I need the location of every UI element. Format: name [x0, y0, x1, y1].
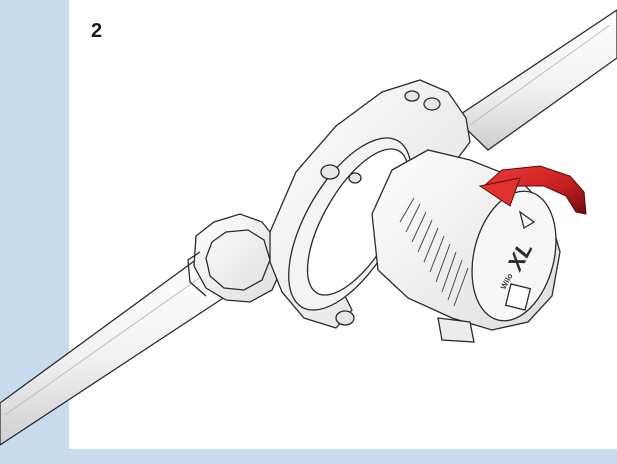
brand-triangle-icon — [518, 210, 536, 230]
step-number: 2 — [91, 20, 103, 42]
union-nut — [187, 213, 283, 303]
flange-bolts — [320, 90, 441, 326]
motor-fins — [399, 197, 469, 307]
display-window — [504, 283, 532, 311]
terminal-box — [437, 317, 475, 343]
bottom-margin-band — [0, 449, 617, 464]
pipe — [0, 9, 617, 446]
curved-arrow-icon — [478, 165, 587, 215]
pump-housing — [269, 79, 471, 329]
